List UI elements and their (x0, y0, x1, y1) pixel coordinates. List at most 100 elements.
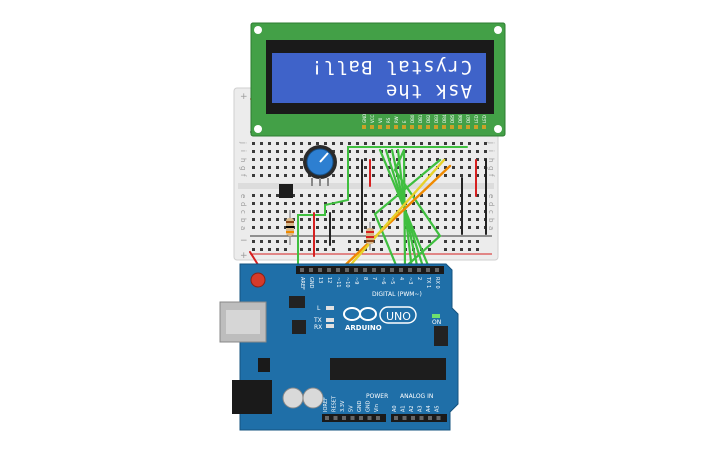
breadboard-hole[interactable] (284, 226, 287, 229)
breadboard-hole[interactable] (420, 150, 423, 153)
digital-pin[interactable] (426, 268, 430, 272)
breadboard-hole[interactable] (348, 174, 351, 177)
lcd-pin[interactable] (418, 125, 422, 129)
breadboard-hole[interactable] (372, 142, 375, 145)
breadboard-hole[interactable] (268, 226, 271, 229)
breadboard-hole[interactable] (332, 142, 335, 145)
breadboard-hole[interactable] (356, 240, 359, 243)
breadboard-hole[interactable] (372, 158, 375, 161)
breadboard-hole[interactable] (348, 248, 351, 251)
digital-pin[interactable] (345, 268, 349, 272)
lcd-pin[interactable] (426, 125, 430, 129)
lcd-screen[interactable] (272, 53, 486, 103)
digital-pin[interactable] (399, 268, 403, 272)
lcd-pin[interactable] (450, 125, 454, 129)
breadboard-hole[interactable] (396, 226, 399, 229)
breadboard-hole[interactable] (252, 248, 255, 251)
breadboard-hole[interactable] (268, 174, 271, 177)
lcd-pin[interactable] (386, 125, 390, 129)
breadboard-hole[interactable] (428, 248, 431, 251)
breadboard-hole[interactable] (364, 166, 367, 169)
breadboard-hole[interactable] (284, 248, 287, 251)
breadboard-hole[interactable] (356, 194, 359, 197)
breadboard-hole[interactable] (388, 202, 391, 205)
breadboard-hole[interactable] (436, 174, 439, 177)
breadboard-hole[interactable] (252, 158, 255, 161)
breadboard-hole[interactable] (468, 174, 471, 177)
breadboard-hole[interactable] (444, 166, 447, 169)
breadboard-hole[interactable] (468, 202, 471, 205)
lcd-pin[interactable] (410, 125, 414, 129)
breadboard-hole[interactable] (436, 158, 439, 161)
breadboard-hole[interactable] (356, 150, 359, 153)
breadboard-hole[interactable] (404, 142, 407, 145)
digital-pin[interactable] (327, 268, 331, 272)
breadboard-hole[interactable] (332, 150, 335, 153)
breadboard-hole[interactable] (268, 150, 271, 153)
breadboard-hole[interactable] (468, 166, 471, 169)
breadboard-hole[interactable] (388, 194, 391, 197)
breadboard-hole[interactable] (372, 210, 375, 213)
breadboard-hole[interactable] (356, 202, 359, 205)
lcd-pin[interactable] (434, 125, 438, 129)
breadboard-hole[interactable] (260, 202, 263, 205)
breadboard-hole[interactable] (476, 150, 479, 153)
breadboard-hole[interactable] (340, 158, 343, 161)
breadboard-hole[interactable] (476, 166, 479, 169)
breadboard-hole[interactable] (428, 194, 431, 197)
breadboard-hole[interactable] (340, 202, 343, 205)
breadboard-hole[interactable] (476, 194, 479, 197)
lcd-pin[interactable] (458, 125, 462, 129)
breadboard-hole[interactable] (452, 150, 455, 153)
breadboard-hole[interactable] (436, 210, 439, 213)
breadboard-hole[interactable] (252, 166, 255, 169)
breadboard-hole[interactable] (412, 240, 415, 243)
digital-pin[interactable] (309, 268, 313, 272)
breadboard-hole[interactable] (412, 142, 415, 145)
breadboard-hole[interactable] (308, 194, 311, 197)
breadboard-hole[interactable] (284, 158, 287, 161)
breadboard-hole[interactable] (476, 210, 479, 213)
analog-header[interactable] (391, 414, 447, 422)
breadboard-hole[interactable] (292, 158, 295, 161)
breadboard-hole[interactable] (268, 158, 271, 161)
breadboard-hole[interactable] (380, 248, 383, 251)
tilt-sensor[interactable] (279, 184, 293, 198)
wire-green-rs[interactable] (373, 158, 442, 272)
breadboard-hole[interactable] (252, 240, 255, 243)
breadboard-hole[interactable] (388, 150, 391, 153)
breadboard-hole[interactable] (444, 210, 447, 213)
breadboard-hole[interactable] (348, 142, 351, 145)
breadboard-hole[interactable] (388, 142, 391, 145)
breadboard-hole[interactable] (332, 226, 335, 229)
breadboard-hole[interactable] (460, 174, 463, 177)
breadboard-hole[interactable] (284, 166, 287, 169)
breadboard-hole[interactable] (468, 210, 471, 213)
breadboard-hole[interactable] (324, 226, 327, 229)
breadboard-hole[interactable] (364, 210, 367, 213)
breadboard-hole[interactable] (316, 226, 319, 229)
breadboard-hole[interactable] (380, 240, 383, 243)
breadboard-hole[interactable] (324, 142, 327, 145)
breadboard-hole[interactable] (260, 166, 263, 169)
power-pin[interactable] (376, 416, 380, 420)
breadboard-hole[interactable] (356, 158, 359, 161)
breadboard-hole[interactable] (460, 240, 463, 243)
breadboard-hole[interactable] (372, 218, 375, 221)
breadboard-hole[interactable] (324, 248, 327, 251)
breadboard-hole[interactable] (372, 166, 375, 169)
breadboard-hole[interactable] (300, 248, 303, 251)
breadboard-hole[interactable] (452, 210, 455, 213)
breadboard-hole[interactable] (276, 202, 279, 205)
power-pin[interactable] (325, 416, 329, 420)
lcd-pin[interactable] (394, 125, 398, 129)
lcd-pin[interactable] (474, 125, 478, 129)
breadboard-hole[interactable] (468, 218, 471, 221)
digital-pin[interactable] (408, 268, 412, 272)
breadboard-hole[interactable] (276, 194, 279, 197)
breadboard-hole[interactable] (324, 194, 327, 197)
breadboard-hole[interactable] (252, 142, 255, 145)
breadboard-hole[interactable] (364, 158, 367, 161)
breadboard-hole[interactable] (356, 218, 359, 221)
